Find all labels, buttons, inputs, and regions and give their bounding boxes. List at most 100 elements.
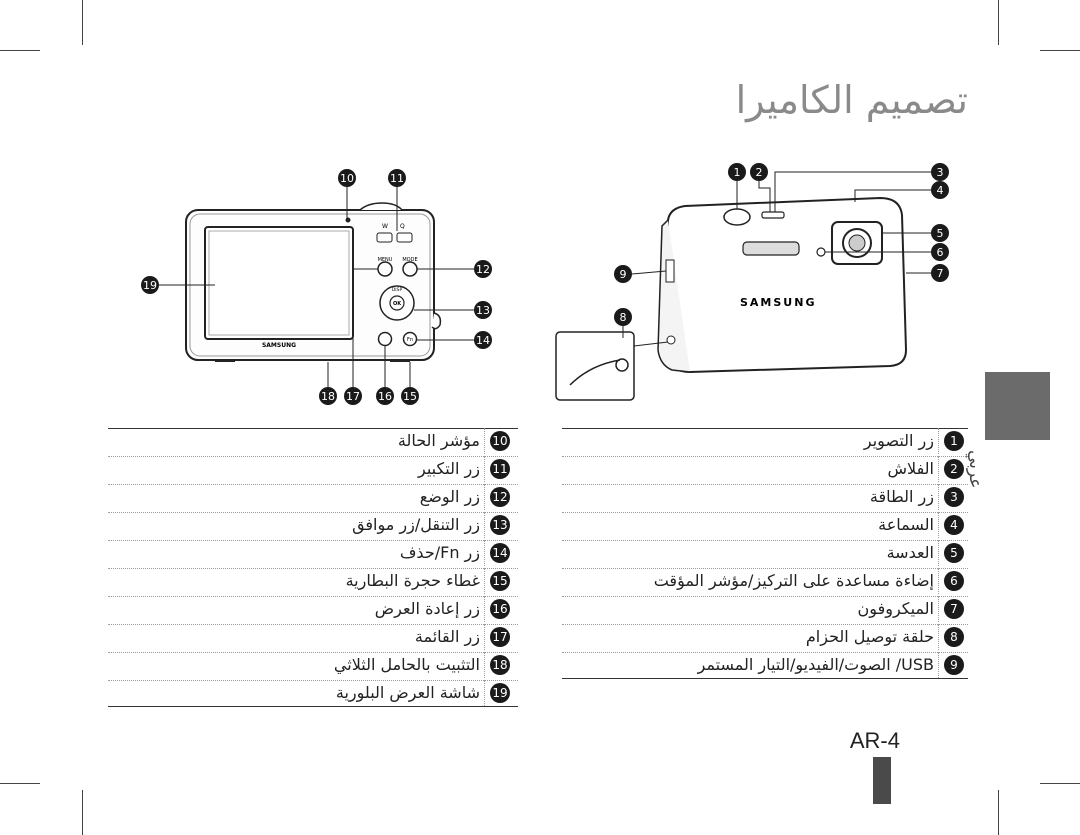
legend-label: الميكروفون [857, 599, 934, 618]
legend-separator [938, 624, 939, 650]
svg-text:Q: Q [400, 223, 405, 230]
svg-text:DISP: DISP [392, 287, 403, 293]
crop-mark [0, 783, 40, 784]
language-tab-label: عربي [965, 450, 985, 489]
legend-separator [938, 428, 939, 454]
crop-mark [998, 0, 999, 45]
legend-label: حلقة توصيل الحزام [805, 627, 934, 646]
legend-row-divider [108, 456, 518, 457]
svg-text:OK: OK [393, 301, 402, 307]
legend-number: 6 [944, 571, 964, 591]
front-brand-label: SAMSUNG [740, 296, 816, 309]
legend-row-divider [562, 456, 968, 457]
legend-number: 15 [490, 571, 510, 591]
svg-text:13: 13 [476, 304, 490, 317]
page-number: AR-4 [849, 728, 900, 753]
legend-row-divider [562, 568, 968, 569]
legend-separator [484, 428, 485, 454]
legend-label: العدسة [886, 543, 934, 562]
legend-label: زر القائمة [414, 627, 480, 646]
svg-text:16: 16 [378, 390, 392, 403]
svg-text:8: 8 [620, 311, 627, 324]
legend-row-divider [108, 680, 518, 681]
svg-text:2: 2 [756, 166, 763, 179]
svg-text:10: 10 [340, 172, 354, 185]
menu-button-label: MENU [378, 257, 393, 263]
legend-separator [484, 540, 485, 566]
legend-row-divider [108, 624, 518, 625]
svg-text:15: 15 [403, 390, 417, 403]
legend-separator [938, 568, 939, 594]
legend-row-divider [562, 624, 968, 625]
mode-button-label: MODE [402, 257, 417, 263]
legend-separator [938, 456, 939, 482]
legend-number: 7 [944, 599, 964, 619]
legend-number: 8 [944, 627, 964, 647]
legend-left-top-rule [108, 428, 518, 429]
legend-number: 13 [490, 515, 510, 535]
legend-label: USB/ الصوت/الفيديو/التيار المستمر [697, 655, 934, 674]
camera-back-diagram: SAMSUNG W Q MENU MODE OK DISP Fn 10 11 1… [141, 169, 492, 405]
legend-row-divider [108, 652, 518, 653]
legend-separator [938, 512, 939, 538]
camera-front-diagram: SAMSUNG 1 2 3 4 5 6 7 8 9 [555, 163, 949, 401]
legend-label: الفلاش [887, 459, 935, 478]
legend-row-divider [108, 540, 518, 541]
legend-separator [938, 540, 939, 566]
legend-row-divider [562, 540, 968, 541]
back-brand-label: SAMSUNG [262, 342, 296, 349]
legend-label: زر التكبير [417, 459, 480, 478]
crop-mark [0, 50, 40, 51]
svg-text:12: 12 [476, 263, 490, 276]
svg-text:14: 14 [476, 334, 490, 347]
legend-separator [938, 652, 939, 678]
legend-label: زر الطاقة [869, 487, 934, 506]
svg-text:18: 18 [321, 390, 335, 403]
legend-label: غطاء حجرة البطارية [345, 571, 480, 590]
svg-text:11: 11 [390, 172, 404, 185]
legend-right-bottom-rule [562, 678, 968, 679]
legend-label: زر إعادة العرض [374, 599, 480, 618]
svg-text:7: 7 [937, 267, 944, 280]
svg-text:3: 3 [937, 166, 944, 179]
legend-label: زر Fn/حذف [399, 543, 480, 562]
legend-label: إضاءة مساعدة على التركيز/مؤشر المؤقت [653, 571, 934, 590]
legend-number: 17 [490, 627, 510, 647]
svg-text:1: 1 [734, 166, 741, 179]
svg-text:Fn: Fn [407, 337, 413, 343]
crop-mark [1040, 50, 1080, 51]
svg-text:19: 19 [143, 279, 157, 292]
legend-number: 9 [944, 655, 964, 675]
legend-number: 10 [490, 431, 510, 451]
legend-separator [484, 456, 485, 482]
legend-row-divider [562, 596, 968, 597]
crop-mark [998, 790, 999, 835]
legend-row-divider [108, 596, 518, 597]
legend-label: التثبيت بالحامل الثلاثي [333, 655, 480, 674]
legend-label: مؤشر الحالة [397, 431, 480, 450]
page-marker-bar [873, 757, 891, 804]
legend-separator [484, 652, 485, 678]
legend-row-divider [562, 484, 968, 485]
legend-separator [484, 624, 485, 650]
legend-number: 16 [490, 599, 510, 619]
legend-separator [484, 680, 485, 706]
legend-number: 12 [490, 487, 510, 507]
legend-row-divider [562, 512, 968, 513]
legend-row-divider [108, 512, 518, 513]
legend-label: السماعة [878, 515, 934, 534]
legend-separator [484, 512, 485, 538]
legend-number: 18 [490, 655, 510, 675]
legend-number: 3 [944, 487, 964, 507]
legend-row-divider [108, 568, 518, 569]
legend-label: زر التصوير [863, 431, 934, 450]
legend-separator [484, 596, 485, 622]
legend-left-bottom-rule [108, 706, 518, 707]
svg-text:5: 5 [937, 227, 944, 240]
crop-mark [1040, 783, 1080, 784]
legend-row-divider [108, 484, 518, 485]
svg-text:6: 6 [937, 246, 944, 259]
legend-label: زر الوضع [419, 487, 480, 506]
legend-right-top-rule [562, 428, 968, 429]
legend-separator [938, 484, 939, 510]
